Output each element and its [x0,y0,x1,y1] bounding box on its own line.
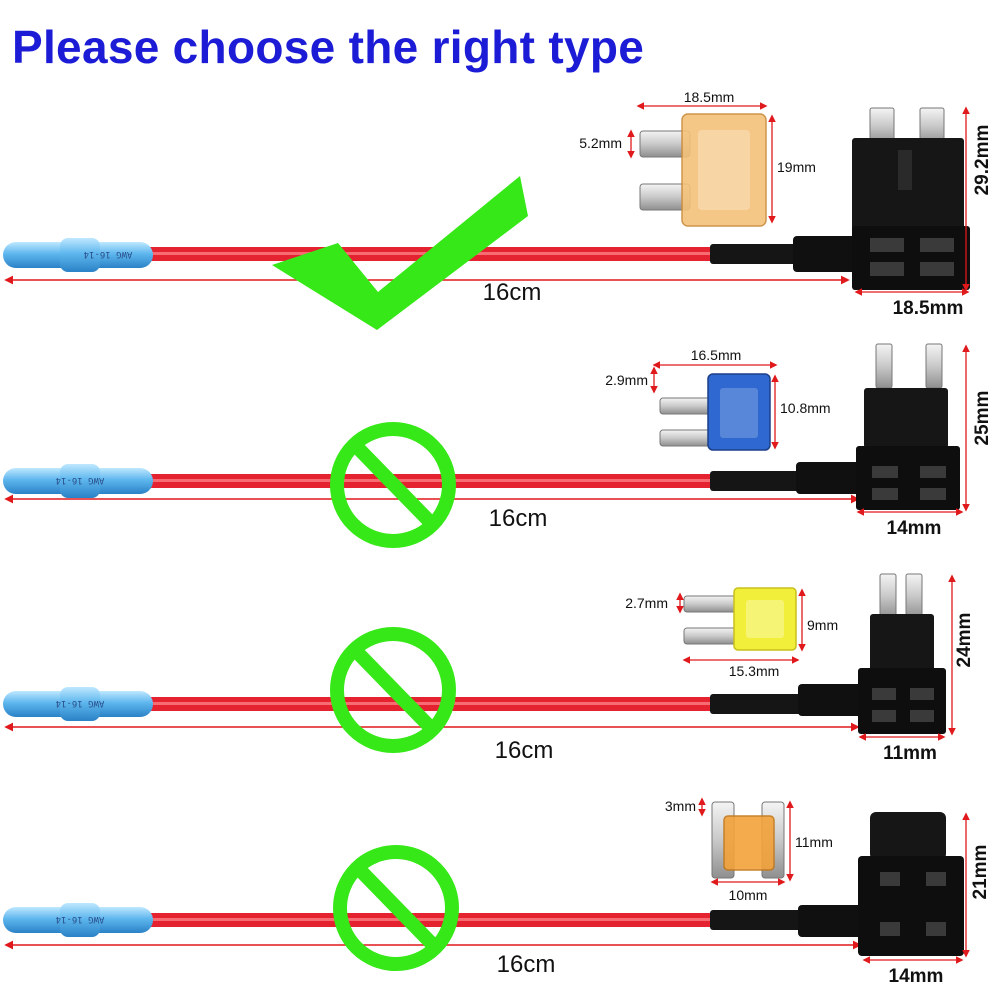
heat-shrink-connector: AWG 16-14 [3,687,153,721]
variant-row-2: AWG 16-14 16cm 16.5mm 2.9mm 10.8mm [3,343,993,548]
fuse-height-label: 9mm [807,617,838,633]
holder-height-label: 29.2mm [972,125,993,196]
fuse-blade-label: 2.9mm [605,372,648,388]
holder-width-label: 14mm [889,966,944,987]
holder-height-label: 25mm [972,391,993,446]
fuse-holder [798,812,964,956]
fuse-height-label: 11mm [795,834,833,850]
holder-width-label: 18.5mm [893,298,964,319]
sleeve-label: AWG 16-14 [84,249,133,259]
variant-row-3: AWG 16-14 16cm 2.7mm 9mm 15.3mm [3,573,975,764]
green-checkmark-icon [272,176,528,330]
green-prohibited-icon [333,845,459,971]
wire-length-label: 16cm [489,505,548,532]
fuse-blade-label: 2.7mm [625,595,668,611]
fuse-blade-label: 3mm [665,798,696,814]
fuse-holder [798,573,946,734]
fuse-width-label: 18.5mm [684,89,735,105]
fuse-holder [793,107,970,290]
fuse-body [681,113,767,227]
wire [150,910,802,930]
fuse-standard [639,113,767,227]
holder-height-label: 21mm [970,845,991,900]
sleeve-label: AWG 16-14 [56,914,105,924]
wire [150,694,802,714]
wire-length-label: 16cm [497,951,556,978]
green-prohibited-icon [330,422,456,548]
fuse-body [707,373,771,451]
heat-shrink-connector: AWG 16-14 [3,238,153,272]
holder-width-label: 14mm [887,518,942,539]
variant-row-4: AWG 16-14 16cm 3mm 11mm 10mm [3,797,991,987]
fuse-micro2 [711,801,785,879]
fuse-holder [796,343,960,510]
page-title: Please choose the right type [12,21,645,73]
fuse-blade-label: 5.2mm [579,135,622,151]
wire-length-label: 16cm [483,279,542,306]
fuse-mini [659,373,771,451]
fuse-width-label: 15.3mm [729,663,780,679]
fuse-body [723,815,775,871]
sleeve-label: AWG 16-14 [56,698,105,708]
wire-length-label: 16cm [495,737,554,764]
sleeve-label: AWG 16-14 [56,475,105,485]
fuse-width-label: 10mm [729,887,768,903]
fuse-height-label: 10.8mm [780,400,831,416]
green-prohibited-icon [330,627,456,753]
wire [150,471,802,491]
fuse-height-label: 19mm [777,159,816,175]
fuse-body [733,587,797,651]
variant-row-1: AWG 16-14 16cm 18.5mm 5.2mm 19mm [3,89,993,330]
holder-height-label: 24mm [954,613,975,668]
holder-width-label: 11mm [883,743,937,764]
heat-shrink-connector: AWG 16-14 [3,464,153,498]
fuse-low-profile-mini [683,587,797,651]
heat-shrink-connector: AWG 16-14 [3,903,153,937]
fuse-width-label: 16.5mm [691,347,742,363]
